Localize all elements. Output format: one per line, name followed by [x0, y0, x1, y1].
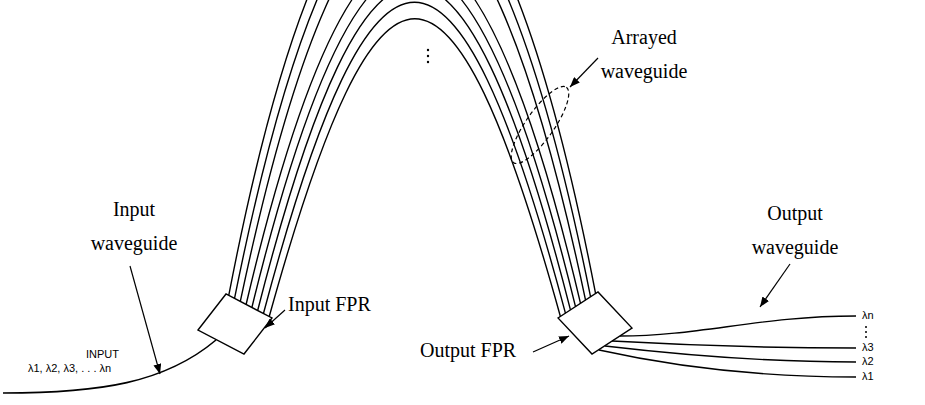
- output-waveguides: [599, 316, 856, 377]
- part-label: Input waveguide: [74, 192, 194, 260]
- arrayed-waveguide: [246, 0, 580, 304]
- input-waveguide: [3, 340, 216, 393]
- arrayed-waveguide: [252, 0, 576, 308]
- signal-label: λ1, λ2, λ3, . . . λn: [28, 362, 111, 375]
- output-dots: [865, 326, 867, 338]
- array-dots: [427, 49, 429, 63]
- arrayed-waveguide: [269, 19, 560, 317]
- arrayed-waveguide: [229, 0, 596, 295]
- input-fpr: [198, 294, 272, 354]
- arrayed-waveguide: [240, 0, 585, 301]
- part-label: Input FPR: [288, 292, 371, 316]
- wavelength-label: λ2: [862, 355, 874, 368]
- arrayed-waveguides: [229, 0, 596, 317]
- output-fpr: [558, 292, 632, 354]
- arrayed-waveguide: [258, 0, 571, 311]
- arrayed-waveguide: [263, 2, 565, 313]
- leader-arrows: [130, 58, 790, 374]
- wavelength-label: λn: [862, 309, 874, 322]
- wavelength-label: λ1: [862, 370, 874, 383]
- part-label: Output FPR: [420, 338, 516, 362]
- part-label: Output waveguide: [736, 196, 854, 264]
- part-label: Arrayed waveguide: [592, 20, 696, 88]
- signal-label: INPUT: [86, 348, 119, 361]
- array-ellipse: [502, 79, 578, 170]
- wavelength-label: λ3: [862, 341, 874, 354]
